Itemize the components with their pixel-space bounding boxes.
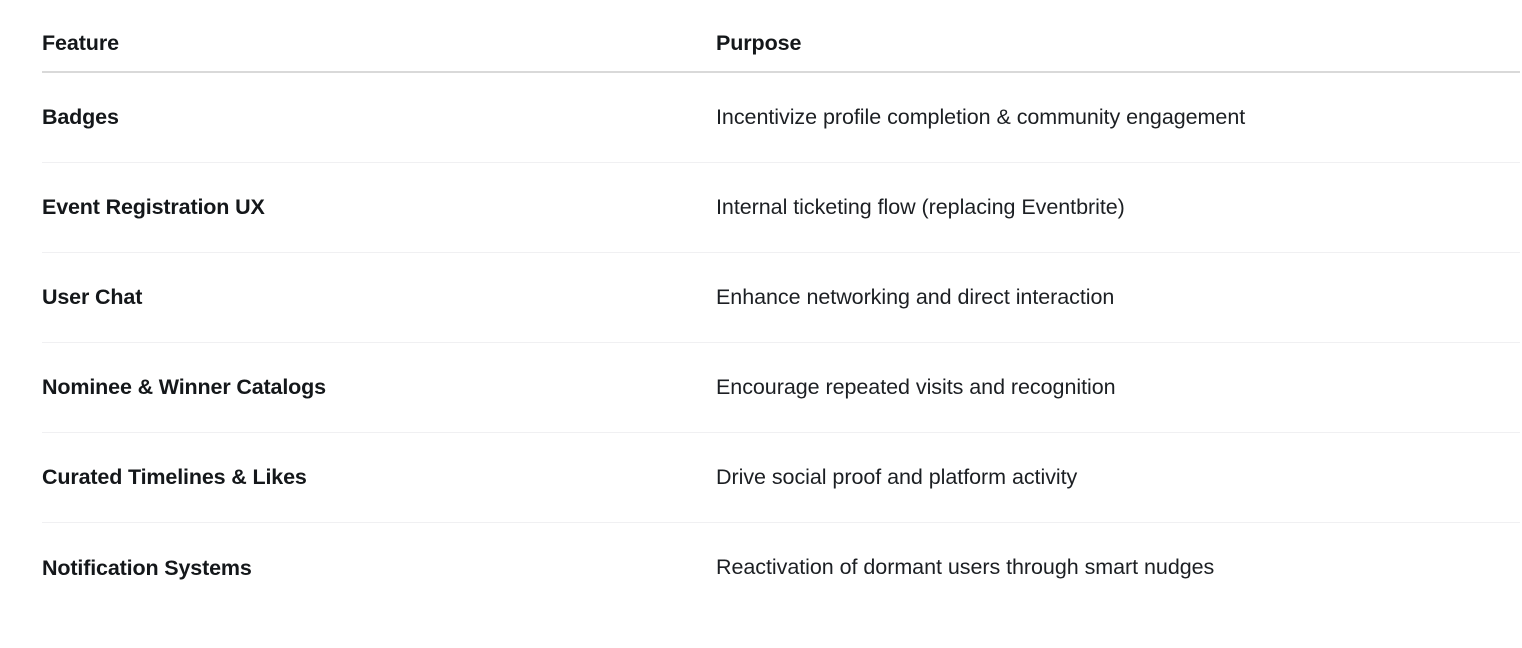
cell-feature: User Chat — [42, 285, 143, 310]
feature-purpose-table: Feature Purpose Badges Incentivize profi… — [42, 0, 1520, 613]
cell-feature: Nominee & Winner Catalogs — [42, 375, 326, 400]
table-row: User Chat Enhance networking and direct … — [42, 253, 1520, 343]
cell-purpose: Incentivize profile completion & communi… — [716, 104, 1246, 129]
table-body: Badges Incentivize profile completion & … — [42, 73, 1520, 613]
column-header-purpose: Purpose — [716, 30, 802, 55]
cell-purpose: Encourage repeated visits and recognitio… — [716, 374, 1116, 399]
cell-feature: Badges — [42, 105, 119, 130]
cell-feature: Event Registration UX — [42, 195, 265, 220]
table-row: Event Registration UX Internal ticketing… — [42, 163, 1520, 253]
cell-feature: Notification Systems — [42, 555, 252, 580]
table-row: Notification Systems Reactivation of dor… — [42, 523, 1520, 613]
table-header-row: Feature Purpose — [42, 0, 1520, 73]
cell-purpose: Drive social proof and platform activity — [716, 464, 1078, 489]
cell-feature: Curated Timelines & Likes — [42, 465, 307, 490]
column-header-feature: Feature — [42, 30, 119, 55]
table-row: Badges Incentivize profile completion & … — [42, 73, 1520, 163]
cell-purpose: Internal ticketing flow (replacing Event… — [716, 194, 1125, 219]
table-row: Curated Timelines & Likes Drive social p… — [42, 433, 1520, 523]
cell-purpose: Enhance networking and direct interactio… — [716, 284, 1115, 309]
cell-purpose: Reactivation of dormant users through sm… — [716, 555, 1215, 580]
table-row: Nominee & Winner Catalogs Encourage repe… — [42, 343, 1520, 433]
